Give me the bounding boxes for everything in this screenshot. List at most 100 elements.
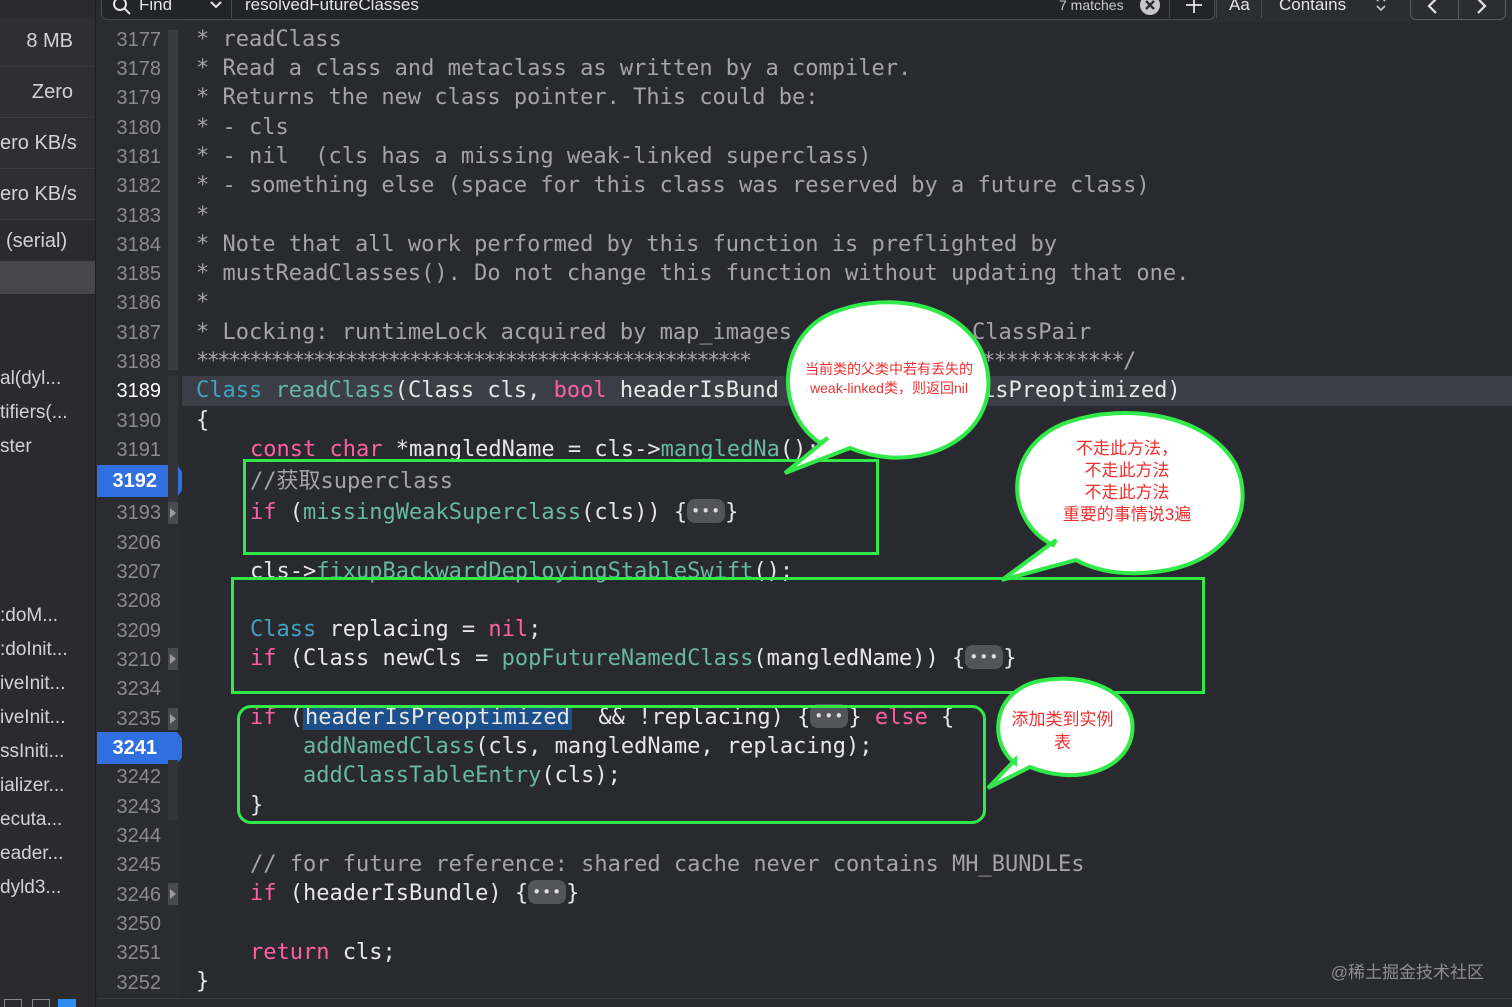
fold-toggle-icon[interactable]: [168, 502, 178, 524]
code-line: addClassTableEntry(cls);: [303, 763, 621, 788]
line-number: 3188: [116, 351, 162, 373]
disk-value: ero KB/s: [0, 132, 77, 154]
filter-icon[interactable]: [58, 999, 76, 1007]
line-number: 3210: [116, 649, 162, 671]
line-number: 3185: [116, 263, 162, 285]
line-number-gutter: 3177 3178 3179 3180 3181 3182 3183 3184 …: [97, 22, 189, 1007]
memory-gauge[interactable]: 8 MB: [0, 17, 95, 67]
divider: [1216, 0, 1217, 18]
filter-icon[interactable]: [32, 999, 50, 1007]
code-line: * - cls: [196, 115, 289, 140]
previous-match-icon[interactable]: [1425, 0, 1441, 15]
code-line: * Read a class and metaclass as written …: [196, 56, 912, 81]
folded-code-ellipsis-icon[interactable]: [965, 645, 1004, 669]
debug-navigator-panel: 8 MB Zero ero KB/s ero KB/s (serial) al(…: [0, 0, 96, 1007]
chevron-down-icon[interactable]: [209, 0, 223, 10]
stack-frame[interactable]: dyld3...: [0, 877, 62, 898]
match-case-button[interactable]: Aa: [1229, 0, 1250, 14]
code-line: *: [196, 203, 210, 228]
line-number: 3246: [116, 884, 162, 906]
stack-frame[interactable]: ecuta...: [0, 809, 63, 830]
fold-ribbon[interactable]: [168, 376, 178, 506]
find-query-input[interactable]: resolvedFutureClasses: [245, 0, 419, 14]
speech-bubble-3-text: 添加类到实例 表: [1000, 708, 1125, 754]
selected-thread-row[interactable]: [0, 261, 95, 294]
code-line: * Returns the new class pointer. This co…: [196, 85, 819, 110]
stack-frame[interactable]: :doInit...: [0, 639, 68, 660]
code-line: return cls;: [250, 940, 396, 965]
annotation-box-future-class: [231, 577, 1205, 694]
line-number: 3243: [116, 796, 162, 818]
speech-bubble-2: [1000, 411, 1245, 582]
breakpoint-marker[interactable]: 3192: [97, 465, 189, 497]
stack-frame[interactable]: al(dyl...: [0, 368, 62, 389]
code-line: ****************************************…: [196, 349, 752, 374]
queue-label-row[interactable]: (serial): [0, 221, 95, 261]
line-number: 3193: [116, 502, 162, 524]
line-number: 3181: [116, 146, 162, 168]
find-mode-label[interactable]: Find: [139, 0, 173, 14]
stack-frame[interactable]: tifiers(...: [0, 402, 68, 423]
folded-code-ellipsis-icon[interactable]: [687, 499, 726, 523]
stack-frame[interactable]: iveInit...: [0, 707, 66, 728]
stack-frame[interactable]: ster: [0, 436, 32, 457]
code-line: {: [196, 408, 210, 433]
code-line: if (headerIsBundle) {}: [250, 879, 579, 908]
line-number: 3235: [116, 708, 162, 730]
fold-ribbon[interactable]: [168, 30, 178, 370]
bubble-text-line: 表: [1054, 733, 1071, 752]
panel-filter-bar: [0, 997, 95, 1007]
line-number: 3190: [116, 410, 162, 432]
fold-toggle-icon[interactable]: [168, 648, 178, 670]
line-number: 3182: [116, 175, 162, 197]
code-line-fragment: ClassPair: [972, 320, 1092, 345]
line-number: 3180: [116, 117, 162, 139]
code-comment: // for future reference: shared cache ne…: [250, 852, 1085, 877]
disk-gauge[interactable]: ero KB/s: [0, 119, 95, 169]
updown-chevron-icon[interactable]: [1375, 0, 1387, 14]
stack-frame[interactable]: :doM...: [0, 605, 59, 626]
line-number: 3252: [116, 972, 162, 994]
bubble-text-line: 不走此方法: [1084, 461, 1170, 480]
energy-gauge[interactable]: Zero: [0, 68, 95, 118]
stack-frame[interactable]: ializer...: [0, 775, 65, 796]
find-field[interactable]: [101, 0, 1215, 20]
breakpoint-line-number: 3241: [112, 737, 158, 759]
line-number: 3250: [116, 913, 162, 935]
code-line: * readClass: [196, 27, 342, 52]
code-line: * mustReadClasses(). Do not change this …: [196, 261, 1190, 286]
line-number: 3245: [116, 854, 162, 876]
network-gauge[interactable]: ero KB/s: [0, 170, 95, 220]
code-line: if (missingWeakSuperclass(cls)) {}: [250, 498, 738, 527]
speech-bubble-2-text: 不走此方法， 不走此方法 不走此方法 重要的事情说3遍: [1012, 438, 1242, 526]
search-match-highlight: headerIsPreoptimized: [303, 705, 572, 730]
bubble-text-line: 不走此方法: [1084, 483, 1170, 502]
match-navigation: [1410, 0, 1506, 20]
plus-icon[interactable]: [1184, 0, 1204, 15]
bubble-text-line: 添加类到实例: [1011, 710, 1114, 729]
fold-ribbon[interactable]: [168, 760, 178, 820]
stack-frame[interactable]: eader...: [0, 843, 64, 864]
next-match-icon[interactable]: [1473, 0, 1489, 15]
line-number: 3206: [116, 532, 162, 554]
line-number: 3242: [116, 766, 162, 788]
clear-icon[interactable]: [1139, 0, 1161, 16]
fold-toggle-icon[interactable]: [168, 883, 178, 905]
code-line: const char *mangledName = cls->mangledNa…: [250, 437, 820, 462]
code-line: }: [250, 793, 264, 818]
annotation-box-add-class: [237, 705, 986, 824]
code-comment: //获取superclass: [250, 469, 453, 494]
match-mode-select[interactable]: Contains: [1279, 0, 1347, 14]
source-editor[interactable]: * readClass * Read a class and metaclass…: [182, 22, 1512, 1007]
line-number: 3244: [116, 825, 162, 847]
fold-toggle-icon[interactable]: [168, 708, 178, 730]
folded-code-ellipsis-icon[interactable]: [810, 704, 849, 728]
filter-icon[interactable]: [4, 999, 22, 1007]
stack-frame[interactable]: iveInit...: [0, 673, 66, 694]
stack-frame[interactable]: ssIniti...: [0, 741, 65, 762]
code-line-function-signature: Class readClass(Class cls, bool headerIs…: [196, 378, 779, 403]
line-number: 3179: [116, 87, 162, 109]
folded-code-ellipsis-icon[interactable]: [528, 880, 567, 904]
breakpoint-marker[interactable]: 3241: [97, 732, 189, 764]
energy-value: Zero: [31, 81, 73, 103]
